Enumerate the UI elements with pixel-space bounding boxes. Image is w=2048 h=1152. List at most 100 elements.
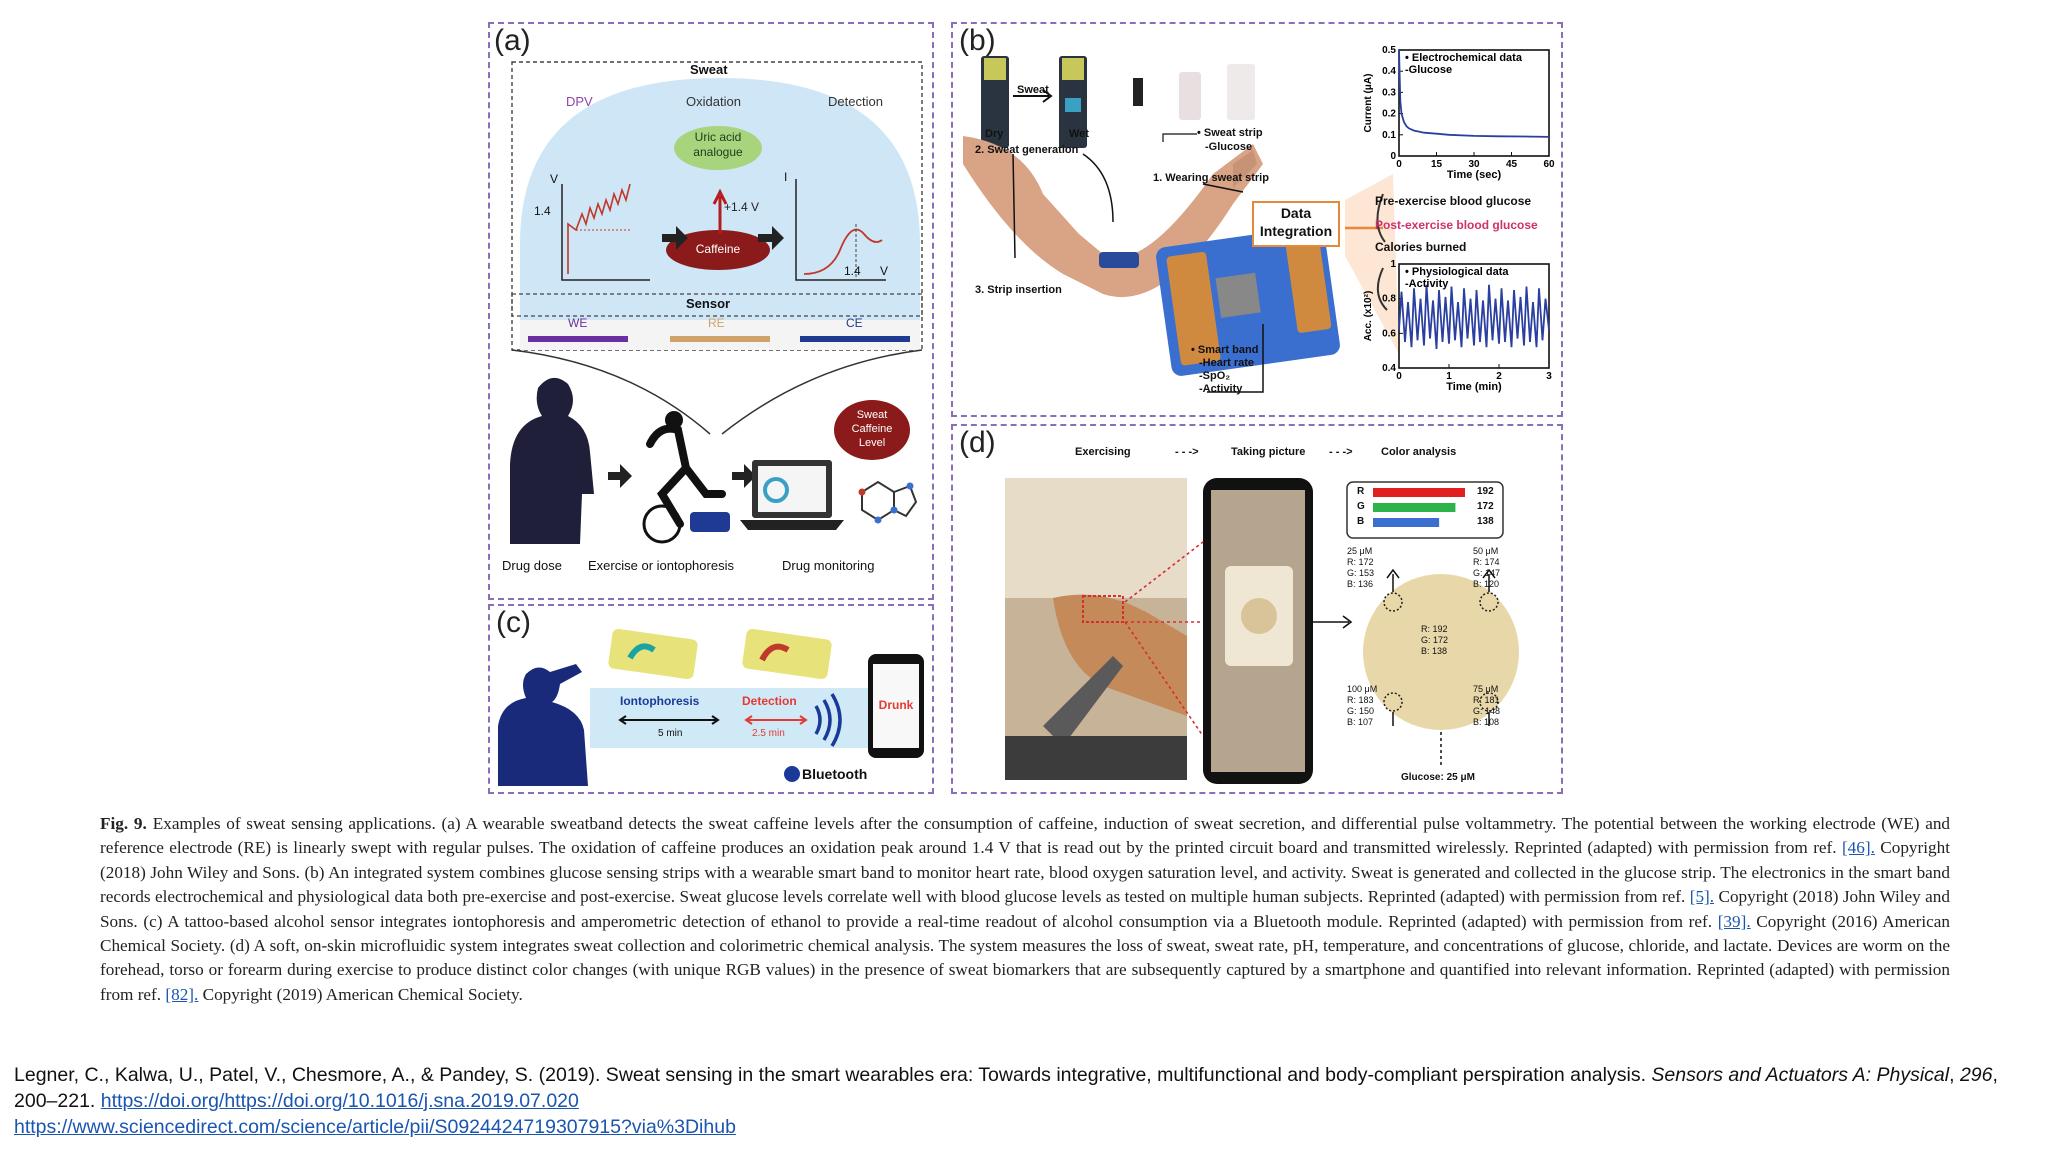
center-readout: R: 192 G: 172 B: 138 [1421,624,1449,656]
activity-chart-y-tick-label: 1 [1390,259,1396,270]
drug-monitoring-label: Drug monitoring [782,558,875,573]
caption-text-1: Examples of sweat sensing applications. … [100,814,1951,858]
sciencedirect-link[interactable]: https://www.sciencedirect.com/science/ar… [14,1116,736,1138]
spot-readout-100: 100 μM R: 183 G: 150 B: 107 [1347,684,1378,727]
person-drinking-icon [498,664,588,786]
dry-label: Dry [985,128,1004,140]
oxidation-label: Oxidation [686,94,741,109]
smartphone-photo-icon [1203,478,1313,784]
taking-picture-label: Taking picture [1231,446,1306,458]
rgb-bar-g [1373,503,1456,512]
colorimetric-device [1363,574,1519,730]
sweat-caffeine-level-label: Sweat Caffeine Level [851,409,893,449]
glucose-chart-y-tick-label: 0 [1390,151,1396,162]
laptop-icon [740,460,844,530]
glucose-chart-y-tick-label: 0.2 [1382,109,1396,120]
caption-text-2: Copyright (2018) John Wiley and Sons. (b… [100,838,1950,907]
caffeine-label: Caffeine [695,242,741,256]
panel-a-letter: (a) [494,24,531,57]
activity-chart-y-tick-label: 0.8 [1382,294,1396,305]
strip-insertion-label: 3. Strip insertion [975,284,1062,296]
citation: Legner, C., Kalwa, U., Patel, V., Chesmo… [14,1062,2024,1140]
sweat-label: Sweat [690,62,728,77]
calories-label: Calories burned [1375,240,1467,254]
glucose-chart-x-tick-label: 60 [1543,159,1555,170]
post-exercise-label: Post-exercise blood glucose [1375,218,1538,232]
sweat-label-b: Sweat [1017,84,1049,96]
glucose-chart-annotation: -Glucose [1405,64,1452,76]
sweat-caffeine-bubble [834,400,910,460]
reference-link-82[interactable]: [82]. [165,984,199,1004]
glucose-chart-y-tick-label: 0.3 [1382,87,1396,98]
arrow-label-1: - - -> [1175,446,1199,458]
activity-chart-x-tick-label: 2 [1496,371,1502,382]
detection-label-c: Detection [742,694,797,708]
caffeine-bubble [666,230,770,270]
figure-label: Fig. 9. [100,814,147,833]
glucose-chart-xlabel: Time (sec) [1447,169,1502,181]
caption-text-5: Copyright (2019) American Chemical Socie… [198,984,523,1004]
panel-d-letter: (d) [959,426,996,459]
we-label: WE [568,316,588,330]
glucose-chart-annotation: • Electrochemical data [1405,52,1523,64]
glucose-chart-ylabel: Current (μA) [1363,74,1374,133]
iontophoresis-label: Iontophoresis [620,694,700,708]
activity-chart-y-tick-label: 0.4 [1382,363,1396,374]
glucose-chart-y-tick-label: 0.1 [1382,130,1396,141]
caption-text-4: Copyright (2016) American Chemical Socie… [100,911,1950,1004]
panel-c-letter: (c) [496,606,531,639]
panel-d-art [1005,478,1519,784]
rgb-values: 192 172 138 [1477,486,1494,527]
citation-pages: , 200–221. [14,1064,1998,1112]
tattoo-sensor-2 [742,628,832,680]
drug-dose-label: Drug dose [502,558,562,573]
activity-chart-annotation: • Physiological data [1405,266,1509,278]
data-integration-label: Data Integration [1259,205,1333,239]
activity-chart-xlabel: Time (min) [1446,381,1502,393]
reference-link-39[interactable]: [39]. [1717,911,1751,931]
activity-chart-ylabel: Acc. (x10²) [1363,291,1374,342]
dpv-label: DPV [566,94,593,109]
ce-label: CE [846,316,863,330]
color-analysis-label: Color analysis [1381,446,1457,458]
wireless-signal-icon [814,693,842,747]
caption-text-3: Copyright (2018) John Wiley and Sons. (c… [100,887,1950,931]
time-5min-label: 5 min [658,728,683,739]
citation-journal: Sensors and Actuators A: Physical [1651,1064,1950,1086]
citation-text: Legner, C., Kalwa, U., Patel, V., Chesmo… [14,1064,1652,1086]
person-drinking-icon [510,377,594,544]
v-axis-label: V [550,172,559,186]
voltage-label: +1.4 V [724,200,760,214]
glucose-chart-series-line [1398,49,1550,138]
sensor-label: Sensor [686,296,731,311]
reference-link-5[interactable]: [5]. [1689,887,1715,907]
activity-chart-annotation: -Activity [1405,278,1449,290]
detection-label: Detection [828,94,883,109]
pre-exercise-label: Pre-exercise blood glucose [1375,194,1532,208]
spot-readout-75: 75 μM R: 181 G: 148 B: 108 [1473,684,1501,727]
spot-readout-25: 25 μM R: 172 G: 153 B: 136 [1347,546,1375,589]
panel-a: (a) Sweat DPV Oxidation Detection Uric a… [488,22,934,600]
doi-link[interactable]: https://doi.org/https://doi.org/10.1016/… [100,1090,579,1112]
reference-link-46[interactable]: [46]. [1841,838,1875,858]
exercising-label: Exercising [1075,446,1131,458]
wearing-strip-label: 1. Wearing sweat strip [1153,172,1269,184]
glucose-result-label: Glucose: 25 μM [1401,772,1475,783]
i-axis-label: I [784,170,788,184]
rgb-labels: R G B [1357,486,1365,527]
uric-acid-bubble [674,126,762,170]
sweat-generation-label: 2. Sweat generation [975,144,1079,156]
bluetooth-label: Bluetooth [802,766,868,782]
sweat-strip-glucose-label: • Sweat strip -Glucose [1197,127,1263,153]
glucose-chart-x-tick-label: 45 [1506,159,1518,170]
rgb-bar-b [1373,518,1440,527]
wet-label: Wet [1069,128,1089,140]
sweat-strip-wet-icon [1059,56,1087,148]
rgb-bars [1373,488,1465,527]
activity-chart-x-tick-label: 3 [1546,371,1552,382]
data-integration-box [1252,201,1340,247]
re-label: RE [708,316,725,330]
